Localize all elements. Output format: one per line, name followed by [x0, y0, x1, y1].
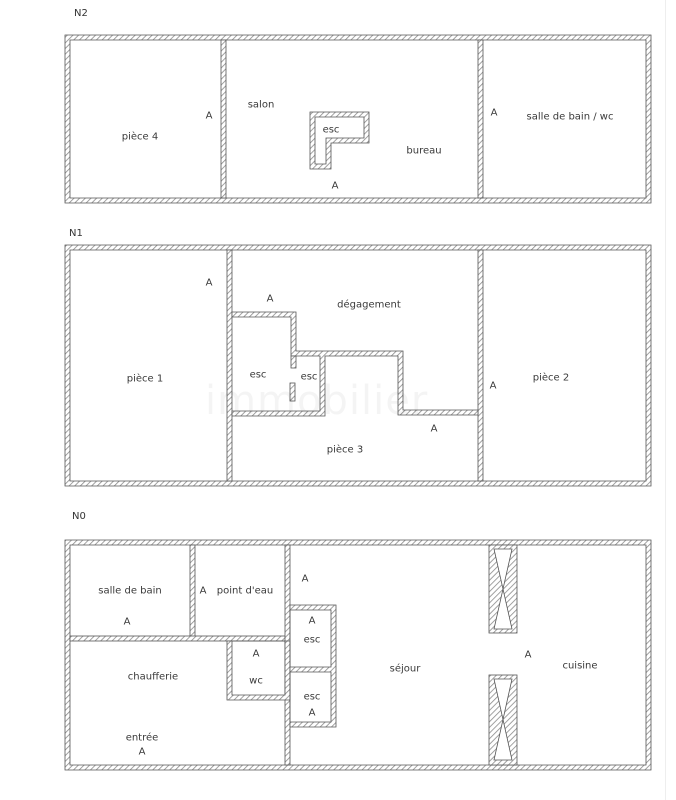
room-label: esc: [303, 691, 321, 703]
marker-a: A: [199, 585, 207, 597]
watermark: immobilier: [205, 378, 428, 424]
marker-a: A: [308, 707, 316, 719]
marker-a: A: [489, 380, 497, 392]
level-label-n0: N0: [72, 511, 86, 522]
room-label: esc: [249, 369, 267, 381]
level-n1-walls: [64, 244, 652, 487]
marker-a: A: [490, 107, 498, 119]
page-edge: [665, 0, 676, 800]
marker-a: A: [138, 746, 146, 758]
room-label: pièce 2: [532, 372, 570, 384]
marker-a: A: [266, 293, 274, 305]
marker-a: A: [430, 423, 438, 435]
room-label: wc: [249, 675, 263, 687]
marker-a: A: [308, 615, 316, 627]
room-label: point d'eau: [216, 585, 274, 597]
room-label: entrée: [125, 732, 159, 744]
room-label: séjour: [389, 663, 421, 675]
room-label: esc: [322, 124, 340, 136]
room-label: salle de bain: [98, 585, 162, 597]
room-label: pièce 1: [126, 373, 164, 385]
room-label: cuisine: [562, 660, 598, 672]
marker-a: A: [331, 180, 339, 192]
level-label-n1: N1: [69, 228, 83, 239]
room-label: dégagement: [337, 299, 401, 311]
marker-a: A: [252, 648, 260, 660]
level-n2-walls: [64, 34, 652, 204]
room-label: chaufferie: [127, 671, 179, 683]
room-label: esc: [300, 371, 318, 383]
marker-a: A: [123, 616, 131, 628]
marker-a: A: [524, 649, 532, 661]
room-label: pièce 4: [121, 131, 159, 143]
marker-a: A: [205, 277, 213, 289]
room-label: esc: [303, 634, 321, 646]
room-label: salon: [247, 99, 275, 111]
marker-a: A: [301, 573, 309, 585]
level-label-n2: N2: [74, 8, 88, 19]
room-label: bureau: [406, 145, 442, 157]
marker-a: A: [205, 110, 213, 122]
room-label: pièce 3: [326, 444, 364, 456]
room-label: salle de bain / wc: [526, 111, 614, 123]
